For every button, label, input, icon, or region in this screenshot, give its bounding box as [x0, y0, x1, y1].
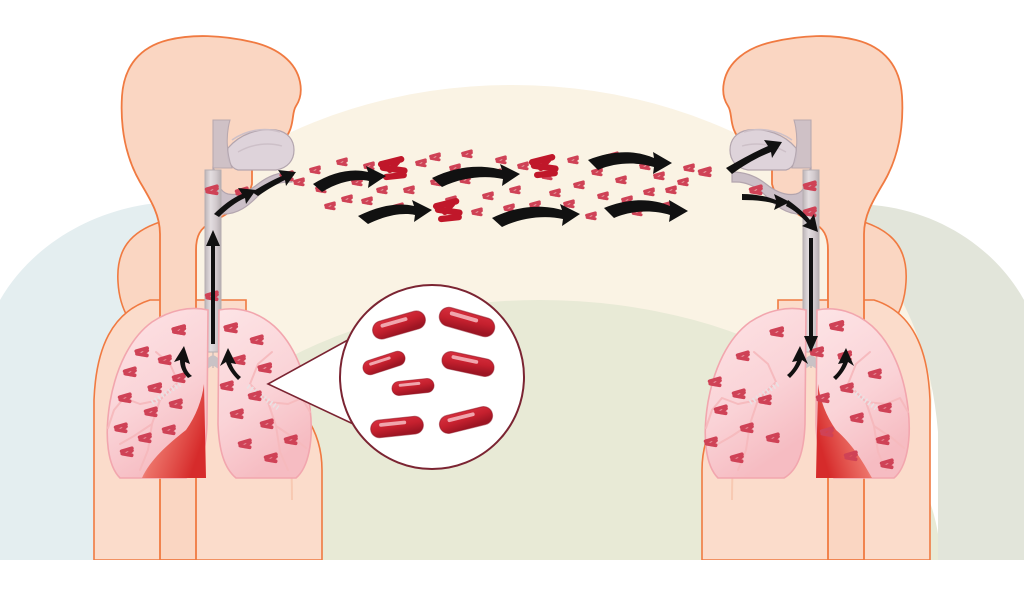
right-nasal-fold-1: [743, 128, 793, 141]
bronchi-up-arrow-right: [220, 348, 241, 380]
flow-arrow-4: [492, 204, 580, 227]
left-figure: [93, 35, 323, 560]
mouth-in-arrow: [742, 194, 790, 210]
left-figure-infected-lobe: [142, 384, 206, 478]
mouth-out-arrow: [252, 170, 296, 196]
throat-down-arrow: [786, 200, 818, 232]
airborne-flow-arrows: [313, 152, 688, 227]
left-figure-lung-right: [217, 308, 313, 479]
right-figure-infected-lobe: [816, 384, 872, 478]
flow-arrow-6: [604, 200, 688, 222]
bronchi-up-arrow-left: [174, 346, 192, 378]
bronchi-down-arrow-left: [787, 346, 808, 378]
right-nasal-fold-2: [741, 143, 787, 153]
left-nasal-fold-1: [231, 128, 281, 141]
right-figure-airflow-arrows: [726, 140, 854, 380]
flow-arrow-1: [313, 166, 386, 192]
airborne-bacteria-cloud: [292, 149, 696, 227]
bronchi-down-arrow-right: [833, 348, 854, 380]
right-figure: [697, 35, 931, 560]
nose-in-arrow: [726, 140, 782, 174]
left-figure-airflow-arrows: [174, 170, 296, 380]
grey-green-arc-right-background: [820, 204, 1024, 560]
right-upper-pharynx: [791, 119, 812, 169]
trachea-up-arrow: [206, 230, 220, 344]
trachea-down-arrow: [804, 238, 818, 352]
blue-arc-left-background: [0, 201, 215, 560]
magnifier-circle: [339, 284, 525, 470]
flow-arrow-5: [588, 152, 672, 174]
left-upper-pharynx: [212, 119, 233, 169]
bacteria-magnifier: [266, 284, 525, 470]
flow-arrow-2: [358, 200, 432, 224]
right-figure-lung-left: [704, 307, 807, 479]
throat-out-arrow: [214, 188, 256, 217]
left-nasal-fold-2: [237, 143, 283, 153]
flow-arrow-3: [432, 164, 520, 187]
